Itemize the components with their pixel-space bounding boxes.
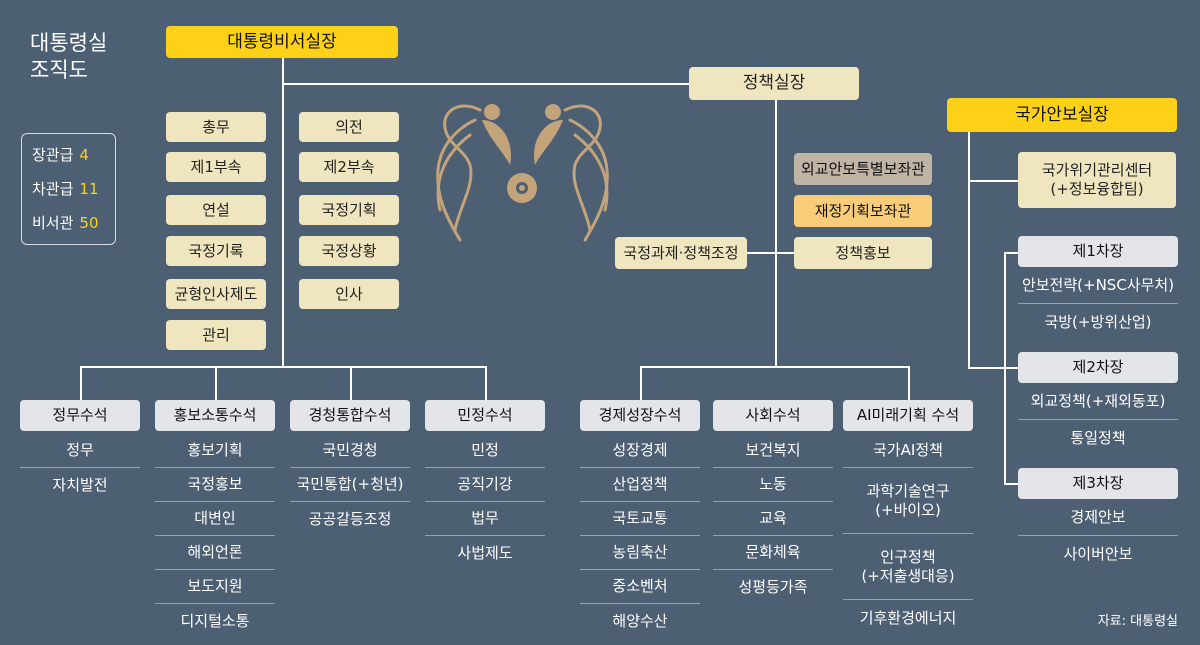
- chief-seniors-bar: [80, 366, 486, 368]
- secretary-item: 문화체육: [713, 536, 833, 570]
- deputy-spine: [1004, 252, 1006, 484]
- drop-line: [215, 366, 217, 400]
- coordination-box: 국정과제·정책조정: [615, 237, 747, 269]
- drop-line: [80, 366, 82, 400]
- chart-title-line-2: 조직도: [30, 58, 88, 82]
- drop-line: [350, 366, 352, 400]
- secretary-box: 제1부속: [166, 152, 266, 182]
- deputy1-link: [1004, 252, 1018, 254]
- secretary-box: 총무: [166, 112, 266, 142]
- source-note: 자료: 대통령실: [1097, 614, 1178, 629]
- secretary-item: 공공갈등조정: [308, 509, 392, 528]
- security-crisis-link: [968, 180, 1018, 182]
- senior-secretary-box: 정무수석: [20, 400, 140, 431]
- secretary-item: 민정: [425, 434, 545, 468]
- senior-secretary-box: AI미래기획 수석: [843, 400, 973, 431]
- senior-secretary-box: 경제성장수석: [580, 400, 700, 431]
- senior-secretary-box: 민정수석: [425, 400, 545, 431]
- chief-staff-trunk: [282, 57, 284, 367]
- secretary-item: 성장경제: [580, 434, 700, 468]
- secretary-item: 과학기술연구 (+바이오): [843, 468, 973, 534]
- special-advisor-box: 외교안보특별보좌관: [794, 153, 932, 185]
- secretary-item: 인구정책 (+저출생대응): [843, 534, 973, 600]
- secretary-box: 국정기록: [166, 236, 266, 266]
- chart-title-line-1: 대통령실: [30, 31, 108, 55]
- drop-line: [908, 366, 910, 400]
- security-chief-box: 국가안보실장: [947, 98, 1177, 132]
- security-trunk: [968, 132, 970, 368]
- legend-label: 장관급: [32, 146, 74, 164]
- secretary-box: 제2부속: [299, 152, 399, 182]
- deputy3-link: [1004, 483, 1018, 485]
- drop-line: [485, 366, 487, 400]
- legend-value: 4: [79, 146, 89, 164]
- deputy-box: 제1차장: [1018, 236, 1178, 267]
- deputy-item: 안보전략(+NSC사무처): [1018, 268, 1178, 304]
- deputy-item: 경제안보: [1018, 500, 1178, 536]
- secretary-item: 보건복지: [713, 434, 833, 468]
- drop-line: [640, 366, 642, 400]
- legend-row-secretary: 비서관 50: [32, 212, 99, 233]
- security-deputy2-link: [968, 367, 1018, 369]
- secretary-item: 국민경청: [290, 434, 410, 468]
- secretary-box: 국정기획: [299, 195, 399, 225]
- secretary-box: 의전: [299, 112, 399, 142]
- chief-of-staff-box: 대통령비서실장: [166, 26, 398, 58]
- secretary-item: 자치발전: [52, 475, 108, 494]
- secretary-item: 노동: [713, 468, 833, 502]
- secretary-item: 국정홍보: [155, 468, 275, 502]
- deputy-box: 제3차장: [1018, 468, 1178, 499]
- deputy-box: 제2차장: [1018, 352, 1178, 383]
- secretary-item: 성평등가족: [738, 577, 808, 596]
- crisis-center-box: 국가위기관리센터 (+정보융합팀): [1018, 152, 1176, 208]
- legend-row-minister: 장관급 4: [32, 144, 89, 165]
- secretary-box: 인사: [299, 279, 399, 309]
- rank-legend: 장관급 4 차관급 11 비서관 50: [21, 133, 116, 245]
- secretary-item: 기후환경에너지: [859, 608, 957, 627]
- secretary-item: 법무: [425, 502, 545, 536]
- deputy-item: 국방(+방위산업): [1044, 312, 1152, 331]
- policy-seniors-bar: [640, 366, 909, 368]
- secretary-item: 해외언론: [155, 536, 275, 570]
- policy-trunk: [775, 100, 777, 367]
- senior-secretary-box: 경청통합수석: [290, 400, 410, 431]
- secretary-item: 산업정책: [580, 468, 700, 502]
- secretary-item: 해양수산: [612, 611, 668, 630]
- secretary-item: 보도지원: [155, 570, 275, 604]
- secretary-item: 사법제도: [457, 543, 513, 562]
- secretary-item: 홍보기획: [155, 434, 275, 468]
- secretary-item: 국토교통: [580, 502, 700, 536]
- chief-to-policy-line: [282, 83, 690, 85]
- legend-value: 50: [79, 214, 99, 232]
- secretary-item: 대변인: [155, 502, 275, 536]
- legend-label: 차관급: [32, 180, 74, 198]
- deputy-item: 사이버안보: [1063, 544, 1133, 563]
- secretary-item: 국가AI정책: [843, 434, 973, 468]
- legend-value: 11: [79, 180, 99, 198]
- promotion-box: 정책홍보: [794, 237, 932, 269]
- legend-label: 비서관: [32, 214, 74, 232]
- legend-row-vice-minister: 차관급 11: [32, 178, 99, 199]
- senior-secretary-box: 홍보소통수석: [155, 400, 275, 431]
- secretary-item: 농림축산: [580, 536, 700, 570]
- policy-chief-box: 정책실장: [689, 67, 859, 100]
- secretary-item: 공직기강: [425, 468, 545, 502]
- secretary-box: 연설: [166, 195, 266, 225]
- secretary-item: 교육: [713, 502, 833, 536]
- secretary-box: 관리: [166, 320, 266, 350]
- secretary-item: 정무: [20, 434, 140, 468]
- phoenix-emblem-icon: [436, 104, 609, 242]
- senior-secretary-box: 사회수석: [713, 400, 833, 431]
- secretary-item: 국민통합(+청년): [290, 468, 410, 502]
- secretary-item: 디지털소통: [180, 611, 250, 630]
- deputy-item: 외교정책(+재외동포): [1018, 384, 1178, 420]
- policy-offices-link: [747, 252, 794, 254]
- deputy-item: 통일정책: [1070, 428, 1126, 447]
- secretary-box: 국정상황: [299, 236, 399, 266]
- chart-title: 대통령실 조직도: [30, 30, 107, 84]
- planning-advisor-box: 재정기획보좌관: [794, 195, 932, 227]
- secretary-item: 중소벤처: [580, 570, 700, 604]
- secretary-box: 균형인사제도: [166, 279, 266, 309]
